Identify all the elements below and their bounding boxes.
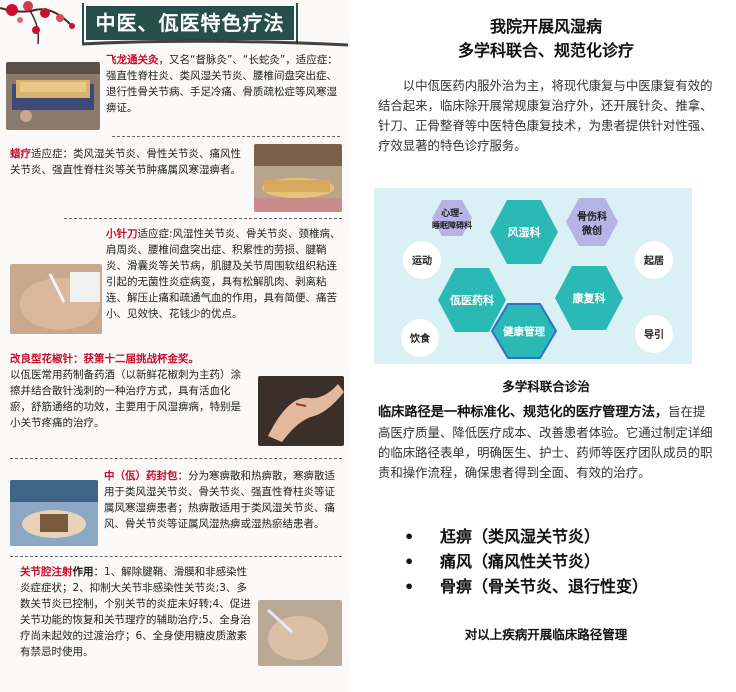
node-rehabilitation	[555, 266, 623, 330]
clinical-pathway-paragraph: 临床路径是一种标准化、规范化的医疗管理方法，旨在提高医疗质量、降低医疗成本、改善…	[378, 402, 714, 483]
section-herbal-compress: 中（佤）药封包：分为寒痹散和热痹散，寒痹散适用于类风湿关节炎、骨关节炎、强直性脊…	[104, 468, 342, 532]
node-health-management	[490, 303, 558, 359]
right-panel: 我院开展风湿病 多学科联合、规范化诊疗 以中佤医药内服外治为主，将现代康复与中医…	[356, 0, 736, 692]
node-rheumatology	[490, 200, 558, 264]
node-label: 饮食	[409, 332, 431, 345]
section-body: ，又名“督脉灸”、“长蛇灸”，适应症：强直性脊柱炎、类风湿关节炎、腰椎间盘突出症…	[106, 54, 338, 114]
wax-therapy-photo	[254, 144, 342, 212]
diagram-caption: 多学科联合诊治	[502, 379, 590, 394]
section-heading: 中（佤）药封包	[104, 470, 178, 482]
node-label: 康复科	[573, 291, 606, 305]
joint-injection-photo	[258, 600, 342, 666]
section-subheading: 作用	[72, 566, 94, 578]
section-heading: 关节腔注射	[20, 566, 73, 578]
node-label: 导引	[644, 328, 664, 341]
diagram-svg: 心理- 睡眠障碍科 风湿科 骨伤科 微创 运动 起居 佤医药科 康复科 健康管理…	[401, 198, 673, 359]
herbal-compress-photo	[10, 480, 98, 546]
bullet-mark: •	[404, 527, 415, 546]
list-item: • 骨痹（骨关节炎、退行性变）	[404, 574, 648, 599]
footer-note: 对以上疾病开展临床路径管理	[464, 627, 628, 642]
node-label: 运动	[412, 254, 432, 267]
section-heading: 改良型花椒针：获第十二届挑战杯金奖。	[10, 353, 199, 365]
section-body: 以佤医常用药制备药酒（以新鲜花椒刺为主药）涂擦并结合散针浅刺的一种治疗方式，具有…	[10, 369, 241, 429]
section-heading: 蜡疗	[10, 148, 31, 160]
intro-paragraph: 以中佤医药内服外治为主，将现代康复与中医康复有效的结合起来，临床除开展常规康复治…	[378, 78, 713, 153]
node-daily-life	[635, 241, 673, 279]
node-label: 风湿科	[508, 225, 541, 239]
node-label: 睡眠障碍科	[432, 220, 472, 230]
section-moxibustion: 飞龙通关灸，又名“督脉灸”、“长蛇灸”，适应症：强直性脊柱炎、类风湿关节炎、腰椎…	[106, 52, 340, 116]
divider	[64, 218, 342, 219]
node-label: 骨伤科	[577, 210, 607, 223]
section-wax-therapy: 蜡疗适应症：类风湿关节炎、骨性关节炎、痛风性关节炎、强直性脊柱炎等关节肿痛属风寒…	[10, 146, 250, 178]
section-joint-injection: 关节腔注射作用：1、解除腱鞘、滑膜和非感染性炎症症状；2、抑制大关节非感染性关节…	[20, 564, 256, 660]
bullet-mark: •	[404, 577, 415, 596]
section-body: ：分为寒痹散和热痹散，寒痹散适用于类风湿关节炎、骨关节炎、强直性脊柱炎等证属风寒…	[104, 470, 335, 530]
section-heading: 小针刀	[106, 228, 138, 240]
plum-blossom-decoration	[0, 1, 75, 45]
page-heading-line1: 我院开展风湿病	[489, 17, 602, 36]
section-title: 中医、佤医特色疗法	[82, 3, 298, 43]
ink-stroke-decoration	[81, 39, 349, 47]
list-item: • 尪痹（类风湿关节炎）	[404, 524, 648, 549]
node-label: 微创	[581, 224, 602, 237]
moxibustion-photo	[6, 62, 100, 130]
disease-list: • 尪痹（类风湿关节炎） • 痛风（痛风性关节炎） • 骨痹（骨关节炎、退行性变）	[404, 524, 648, 599]
needle-knife-photo	[10, 264, 102, 334]
divider	[112, 136, 340, 137]
node-exercise	[403, 241, 441, 279]
page-heading-line2: 多学科联合、规范化诊疗	[457, 41, 634, 60]
pepper-needle-photo	[258, 376, 344, 446]
node-label: 心理-	[441, 208, 463, 219]
section-pepper-needle: 改良型花椒针：获第十二届挑战杯金奖。 以佤医常用药制备药酒（以新鲜花椒刺为主药）…	[10, 351, 250, 431]
node-label: 起居	[643, 254, 664, 267]
list-item-text: 尪痹（类风湿关节炎）	[440, 527, 601, 546]
divider	[10, 556, 342, 557]
section-body: 适应症：类风湿关节炎、骨性关节炎、痛风性关节炎、强直性脊柱炎等关节肿痛属风寒湿痹…	[10, 148, 241, 176]
clinical-body: 旨在提高医疗质量、降低医疗成本、改善患者体验。它通过制定详细的临床路径表单，明确…	[378, 404, 713, 480]
node-wa-medicine	[438, 268, 506, 332]
section-needle-knife: 小针刀适应症:风湿性关节炎、骨关节炎、颈椎病、肩周炎、腰椎间盘突出症、积累性的劳…	[106, 226, 344, 322]
node-label: 佤医药科	[450, 293, 494, 307]
bullet-mark: •	[404, 552, 415, 571]
node-label: 健康管理	[503, 325, 545, 338]
node-diet	[401, 319, 439, 357]
left-panel: 中医、佤医特色疗法 飞龙通关灸，又名“督脉灸”、“长蛇灸”，适应症：强直性脊柱炎…	[0, 0, 350, 692]
clinical-lead: 临床路径是一种标准化、规范化的医疗管理方法，	[378, 405, 669, 420]
node-psychology	[432, 200, 472, 236]
node-guidance	[635, 315, 673, 353]
section-body: ：1、解除腱鞘、滑膜和非感染性炎症症状；2、抑制大关节非感染性关节炎;3、多数关…	[20, 566, 251, 658]
section-body: 适应症:风湿性关节炎、骨关节炎、颈椎病、肩周炎、腰椎间盘突出症、积累性的劳损、腱…	[106, 228, 341, 320]
list-item-text: 痛风（痛风性关节炎）	[440, 552, 601, 571]
node-orthopedics	[566, 198, 618, 246]
divider	[10, 458, 342, 459]
list-item-text: 骨痹（骨关节炎、退行性变）	[440, 577, 649, 596]
multidisciplinary-diagram: 心理- 睡眠障碍科 风湿科 骨伤科 微创 运动 起居 佤医药科 康复科 健康管理…	[374, 188, 692, 364]
section-heading: 飞龙通关灸	[106, 54, 159, 66]
list-item: • 痛风（痛风性关节炎）	[404, 549, 648, 574]
